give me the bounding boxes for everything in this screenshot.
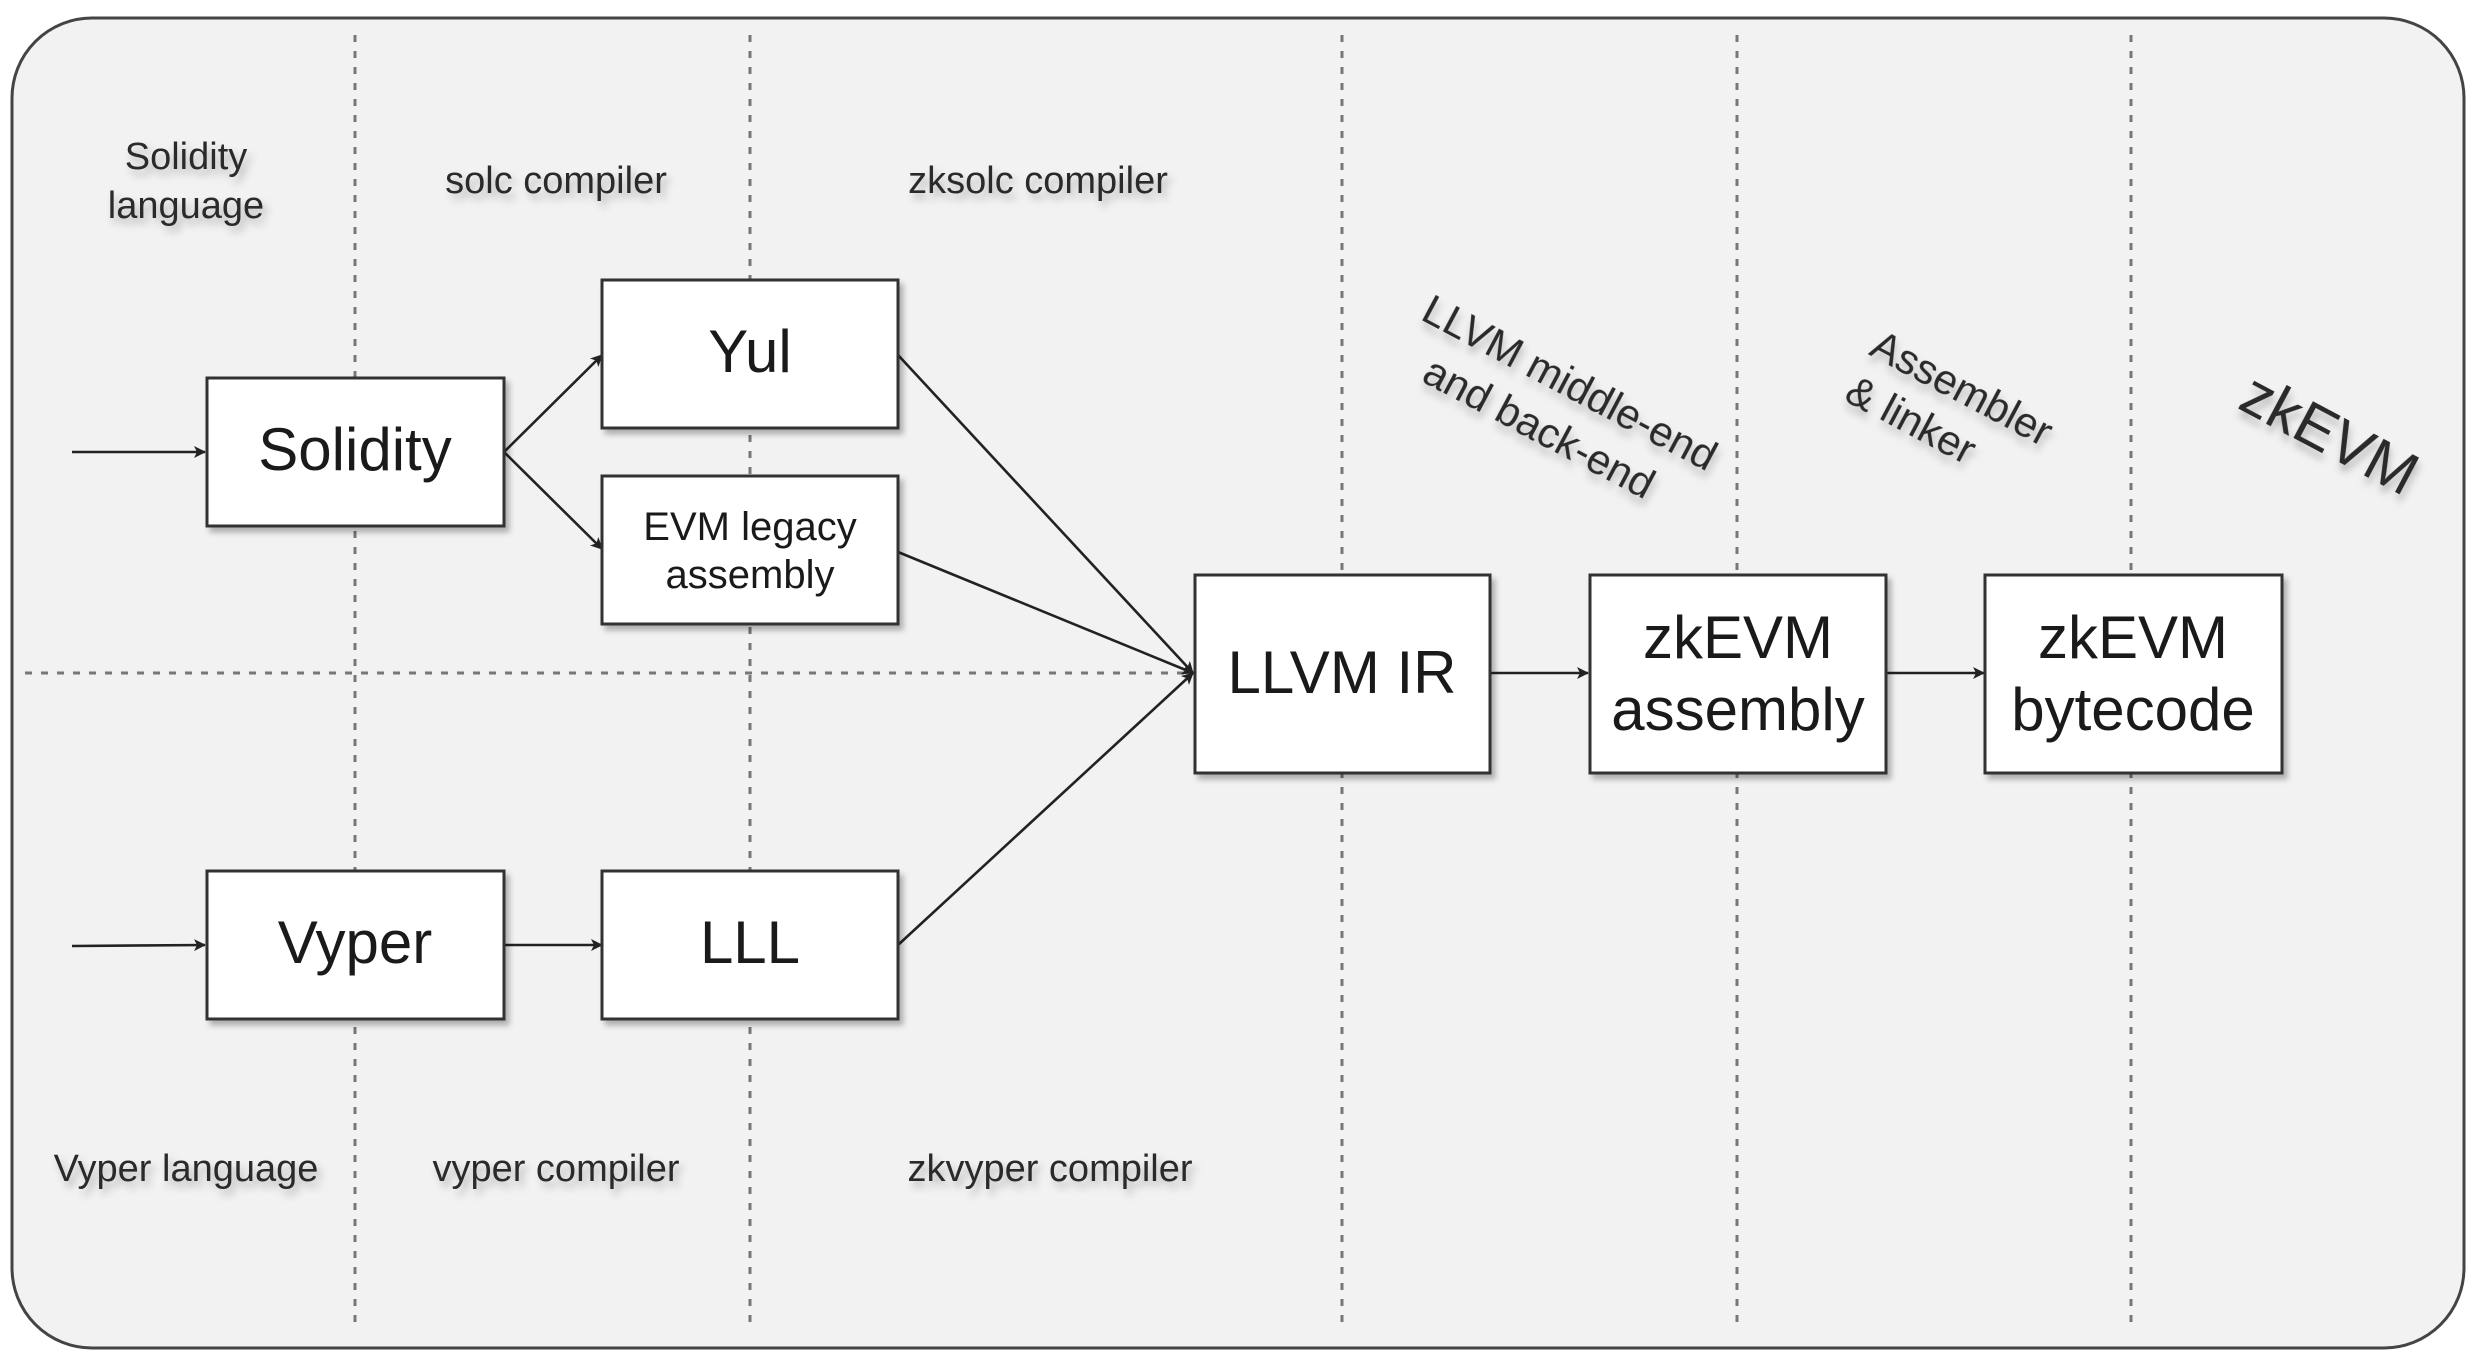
lane-label-zksolc-compiler: zksolc compiler xyxy=(908,160,1168,202)
node-label: Solidity xyxy=(258,416,451,483)
node-yul: Yul xyxy=(600,278,900,430)
node-label: assembly xyxy=(666,553,835,597)
edge-input-to-vyper xyxy=(71,939,206,952)
node-lll: LLL xyxy=(600,869,900,1021)
node-label: zkEVM xyxy=(1643,604,1833,671)
lane-label-zkvyper-compiler: zkvyper compiler xyxy=(907,1148,1192,1190)
node-label: bytecode xyxy=(2011,676,2255,743)
node-llvm-ir: LLVM IR xyxy=(1193,573,1492,775)
node-label: LLVM IR xyxy=(1228,639,1457,706)
node-solidity: Solidity xyxy=(205,376,506,528)
node-label: EVM legacy xyxy=(643,505,856,549)
node-label: Vyper xyxy=(278,909,433,976)
node-label: LLL xyxy=(700,909,800,976)
lane-label-solidity-language-line1: Solidity xyxy=(125,136,248,178)
node-zkevm-assembly: zkEVM assembly xyxy=(1588,573,1888,775)
edge-solidity-to-yul xyxy=(503,354,603,453)
node-label: assembly xyxy=(1611,676,1864,743)
lane-label-vyper-language: Vyper language xyxy=(54,1148,319,1190)
lane-label-vyper-compiler: vyper compiler xyxy=(432,1148,679,1190)
lane-label-solc-compiler: solc compiler xyxy=(445,160,667,202)
node-label: zkEVM xyxy=(2038,604,2228,671)
edge-lll-to-llvm-ir xyxy=(897,672,1194,946)
node-vyper: Vyper xyxy=(205,869,506,1021)
edge-yul-to-llvm-ir xyxy=(897,354,1194,674)
edge-solidity-to-evm-legacy xyxy=(503,451,603,550)
node-zkevm-bytecode: zkEVM bytecode xyxy=(1983,573,2284,775)
node-label: Yul xyxy=(708,318,791,385)
node-evm-legacy-assembly: EVM legacy assembly xyxy=(600,474,900,626)
lane-label-solidity-language-line2: language xyxy=(108,185,264,227)
edge-evm-legacy-to-llvm-ir xyxy=(897,550,1194,675)
